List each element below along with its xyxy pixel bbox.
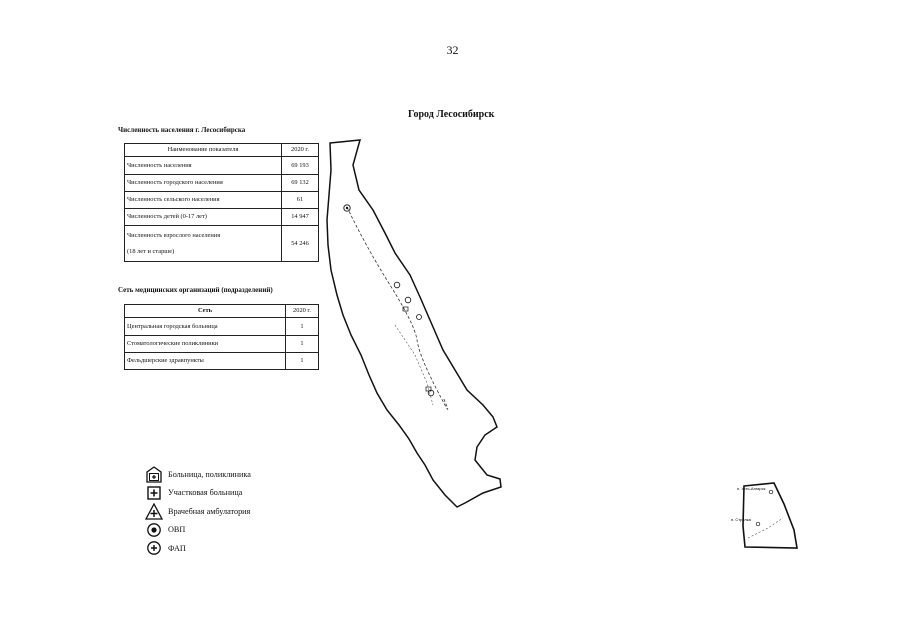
row-label: Численность детей (0-17 лет) [124, 208, 282, 226]
row-label: Численность сельского населения [124, 191, 282, 209]
row-value: 69 193 [281, 156, 319, 175]
ovp-icon [144, 521, 164, 539]
map-title: Город Лесосибирск [408, 109, 495, 120]
table-row: Численность взрослого населения (18 лет … [124, 225, 319, 262]
table-row: Фельдшерские здравпункты 1 [124, 352, 319, 370]
hospital-polyclinic-icon [402, 306, 432, 392]
city-boundary [326, 139, 502, 508]
legend-item: Участковая больница [144, 484, 251, 503]
table-row: Численность детей (0-17 лет) 14 947 [124, 208, 319, 226]
network-table: Сеть 2020 г. Центральная городская больн… [124, 304, 319, 370]
inset-boundary [742, 482, 798, 549]
legend-item: Больница, поликлиника [144, 465, 251, 484]
row-value: 14 947 [281, 208, 319, 226]
row-value: 1 [285, 335, 319, 353]
fap-icon [393, 281, 435, 397]
table-header-row: Наименование показателя 2020 г. [124, 143, 319, 157]
inset-map: п. Усть-Ангарск п. Стрелка [731, 482, 798, 549]
ovp-icon [343, 204, 351, 212]
medical-ambulatory-icon [144, 502, 164, 520]
table-row: Численность городского населения 69 132 [124, 174, 319, 192]
population-table: Наименование показателя 2020 г. Численно… [124, 143, 319, 262]
row-label: Стоматологические поликлиники [124, 335, 286, 353]
table-row: Стоматологические поликлиники 1 [124, 335, 319, 353]
row-label-line: Численность взрослого населения [127, 232, 221, 240]
road-line [346, 206, 449, 410]
table-row: Численность населения 69 193 [124, 156, 319, 175]
page-number: 32 [446, 43, 459, 57]
row-value: 54 246 [281, 225, 319, 262]
table-row: Центральная городская больница 1 [124, 317, 319, 336]
legend-item: ФАП [144, 539, 251, 558]
header-year: 2020 г. [281, 143, 319, 157]
fap-icon [755, 521, 761, 527]
legend: Больница, поликлиника Участковая больниц… [144, 465, 251, 558]
header-indicator: Наименование показателя [124, 143, 282, 157]
row-value: 1 [285, 317, 319, 336]
row-value: 69 132 [281, 174, 319, 192]
hospital-polyclinic-icon [144, 465, 164, 483]
legend-label: ОВП [168, 525, 186, 535]
legend-label: Врачебная амбулатория [168, 506, 251, 516]
header-year: 2020 г. [285, 304, 319, 318]
city-map [326, 139, 502, 508]
legend-item: Врачебная амбулатория [144, 502, 251, 521]
population-title: Численность населения г. Лесосибирска [118, 126, 246, 134]
legend-label: Больница, поликлиника [168, 469, 251, 479]
row-label: Центральная городская больница [124, 317, 286, 336]
row-value: 61 [281, 191, 319, 209]
road-line [394, 324, 434, 406]
road-line [747, 517, 784, 539]
fap-icon [144, 539, 164, 557]
header-network: Сеть [124, 304, 286, 318]
table-header-row: Сеть 2020 г. [124, 304, 319, 318]
row-label: Численность городского населения [124, 174, 282, 192]
row-label-line: (18 лет и старше) [127, 247, 175, 255]
district-hospital-icon [144, 484, 164, 502]
fap-icon [768, 489, 774, 495]
inset-label: п. Стрелка [731, 517, 752, 522]
row-label: Численность взрослого населения (18 лет … [124, 225, 282, 262]
table-row: Численность сельского населения 61 [124, 191, 319, 209]
row-label: Фельдшерские здравпункты [124, 352, 286, 370]
network-title: Сеть медицинских организаций (подразделе… [118, 286, 273, 294]
legend-label: ФАП [168, 543, 186, 553]
row-label: Численность населения [124, 156, 282, 175]
legend-item: ОВП [144, 521, 251, 540]
inset-label: п. Усть-Ангарск [737, 486, 766, 491]
legend-label: Участковая больница [168, 488, 243, 498]
row-value: 1 [285, 352, 319, 370]
